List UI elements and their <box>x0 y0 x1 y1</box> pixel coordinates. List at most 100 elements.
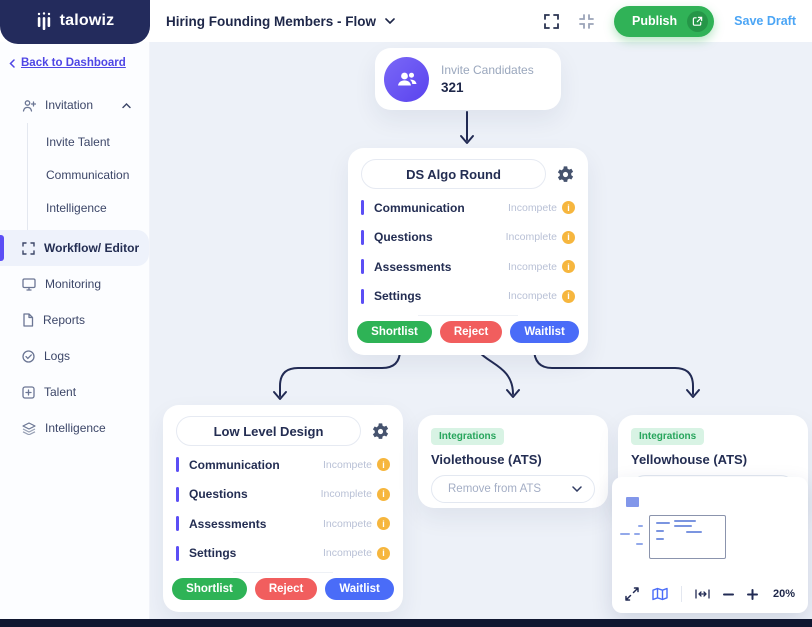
sidebar-item-label: Reports <box>43 313 86 327</box>
stage-row-questions[interactable]: Questions Incomplete <box>348 223 588 253</box>
zoom-out-button[interactable] <box>723 593 734 596</box>
invite-candidates-node[interactable]: Invite Candidates 321 <box>375 48 561 110</box>
minimap-node <box>638 525 643 527</box>
chevron-up-icon <box>122 98 131 112</box>
minimap-node <box>674 520 696 522</box>
waitlist-button[interactable]: Waitlist <box>510 321 579 343</box>
minimap-viewport[interactable] <box>649 515 726 559</box>
minimap-panel: 20% <box>612 477 808 613</box>
stage-title-input[interactable]: Low Level Design <box>176 416 361 446</box>
sidebar-item-talent[interactable]: Talent <box>0 374 149 410</box>
flow-title-text: Hiring Founding Members - Flow <box>166 13 376 29</box>
shortlist-button[interactable]: Shortlist <box>172 578 247 600</box>
layers-icon <box>22 421 36 435</box>
zoom-level: 20% <box>773 588 796 600</box>
gear-icon[interactable] <box>556 165 575 184</box>
row-accent-bar <box>176 457 179 473</box>
minimap-toolbar: 20% <box>612 577 808 611</box>
chevron-down-icon <box>385 18 395 24</box>
sidebar-item-label: Logs <box>44 349 71 363</box>
toolbar-divider <box>681 586 682 602</box>
minimap-preview <box>612 477 808 577</box>
stage-row-assessments[interactable]: Assessments Incompete <box>348 252 588 282</box>
frame-icon <box>22 241 35 255</box>
row-status: Incompete <box>507 290 557 303</box>
row-status: Incompete <box>322 458 372 471</box>
active-indicator <box>0 235 4 261</box>
logo[interactable]: talowiz <box>0 0 150 44</box>
back-to-dashboard-label: Back to Dashboard <box>21 57 126 69</box>
square-plus-icon <box>22 385 35 399</box>
minimap-node <box>626 497 639 507</box>
stage-card-header: Low Level Design <box>163 416 403 450</box>
back-to-dashboard-link[interactable]: Back to Dashboard <box>0 42 149 69</box>
row-accent-bar <box>176 545 179 561</box>
row-label: Assessments <box>374 259 452 274</box>
topbar-actions: Publish Save Draft <box>544 5 812 37</box>
row-label: Settings <box>374 289 422 304</box>
stage-row-assessments[interactable]: Assessments Incompete <box>163 509 403 539</box>
row-accent-bar <box>176 516 179 532</box>
stage-row-communication[interactable]: Communication Incompete <box>163 450 403 480</box>
sidebar-item-reports[interactable]: Reports <box>0 302 149 338</box>
sidebar-subitem-invite-talent[interactable]: Invite Talent <box>46 134 110 149</box>
zoom-in-button[interactable] <box>747 588 758 600</box>
stage-actions: Shortlist Reject Waitlist <box>348 315 588 343</box>
footer-strip <box>0 619 812 627</box>
sidebar-item-intelligence[interactable]: Intelligence <box>0 410 149 446</box>
collapse-button[interactable] <box>579 13 594 29</box>
stage-row-settings[interactable]: Settings Incompete <box>348 282 588 312</box>
talowiz-logo-icon <box>36 12 52 30</box>
invite-node-label: Invite Candidates <box>441 63 534 77</box>
sidebar-subitem-communication[interactable]: Communication <box>46 167 130 182</box>
sidebar-item-monitoring[interactable]: Monitoring <box>0 266 149 302</box>
fit-width-button[interactable] <box>695 589 710 599</box>
integration-card-violethouse: Integrations Violethouse (ATS) Remove fr… <box>418 415 608 508</box>
publish-button[interactable]: Publish <box>614 5 715 37</box>
minimap-node <box>634 533 640 535</box>
stage-card-low-level-design: Low Level Design Communication Incompete… <box>163 405 403 612</box>
row-accent-bar <box>361 288 364 304</box>
row-accent-bar <box>361 229 364 245</box>
map-icon <box>652 587 668 601</box>
collapse-icon <box>579 13 594 29</box>
row-label: Communication <box>189 457 280 472</box>
save-draft-button[interactable]: Save Draft <box>734 14 796 28</box>
reject-button[interactable]: Reject <box>254 578 318 600</box>
row-status: Incomplete <box>505 231 557 244</box>
info-icon <box>562 289 575 303</box>
info-icon <box>562 260 575 274</box>
user-plus-icon <box>22 99 36 112</box>
plus-icon <box>747 588 758 600</box>
chevron-down-icon <box>572 486 582 492</box>
file-icon <box>22 313 34 327</box>
invite-node-count: 321 <box>441 80 464 95</box>
stage-title-input[interactable]: DS Algo Round <box>361 159 546 189</box>
fullscreen-button[interactable] <box>544 13 559 29</box>
gear-icon[interactable] <box>371 422 390 441</box>
stage-row-settings[interactable]: Settings Incompete <box>163 539 403 569</box>
stage-row-questions[interactable]: Questions Incomplete <box>163 480 403 510</box>
ats-action-select[interactable]: Remove from ATS <box>431 475 595 503</box>
sidebar-item-label: Intelligence <box>45 421 106 435</box>
workflow-canvas[interactable]: Invite Candidates 321 DS Algo Round Comm… <box>150 42 812 619</box>
fit-width-icon <box>695 589 710 599</box>
sidebar-subitem-intelligence[interactable]: Intelligence <box>46 200 107 215</box>
waitlist-button[interactable]: Waitlist <box>325 578 394 600</box>
monitor-icon <box>22 277 36 291</box>
flow-title-dropdown[interactable]: Hiring Founding Members - Flow <box>166 14 395 29</box>
sidebar-item-workflow-editor[interactable]: Workflow/ Editor <box>0 230 149 266</box>
expand-view-button[interactable] <box>625 587 639 601</box>
row-status: Incompete <box>322 517 372 530</box>
map-toggle-button[interactable] <box>652 587 668 601</box>
sidebar-item-logs[interactable]: Logs <box>0 338 149 374</box>
stage-row-communication[interactable]: Communication Incompete <box>348 193 588 223</box>
top-bar: talowiz Hiring Founding Members - Flow P… <box>0 0 812 44</box>
publish-label: Publish <box>632 14 678 28</box>
row-label: Communication <box>374 200 465 215</box>
sidebar-item-invitation[interactable]: Invitation <box>0 87 149 123</box>
row-label: Settings <box>189 546 237 561</box>
reject-button[interactable]: Reject <box>439 321 503 343</box>
row-accent-bar <box>361 200 364 216</box>
shortlist-button[interactable]: Shortlist <box>357 321 432 343</box>
